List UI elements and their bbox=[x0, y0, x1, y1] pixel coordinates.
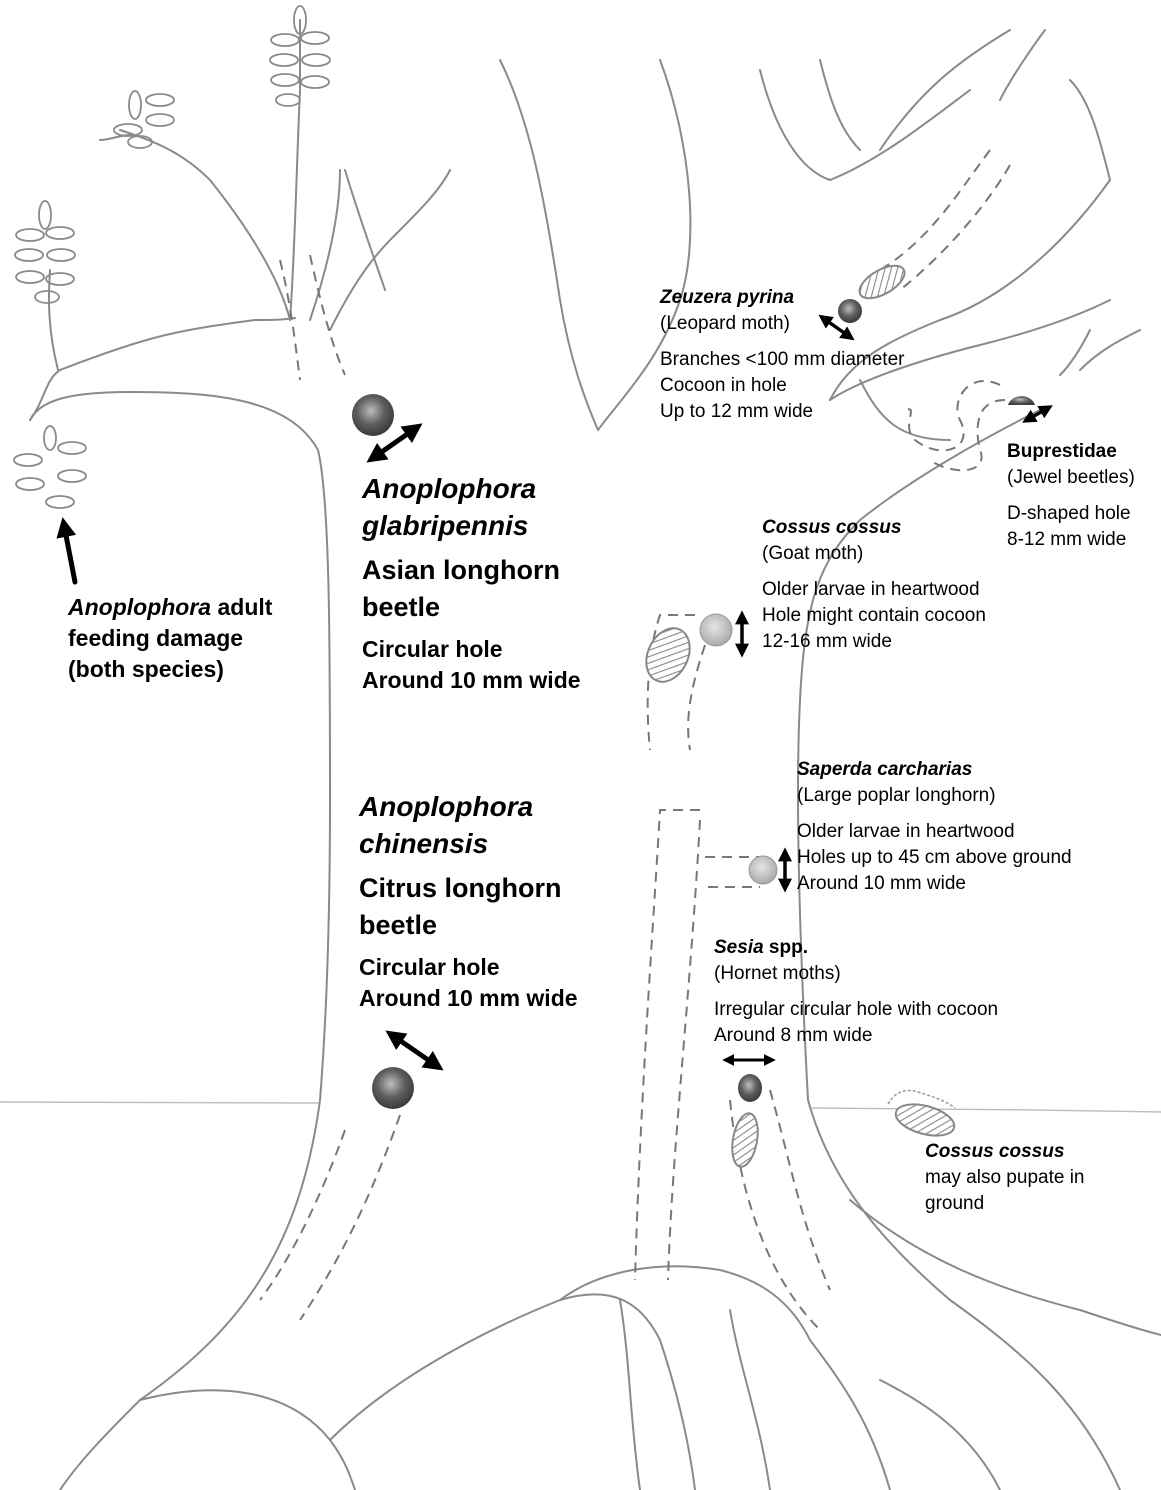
cossus-ground-sci: Cossus cossus bbox=[925, 1139, 1085, 1165]
cossus-common: (Goat moth) bbox=[762, 541, 986, 567]
buprestidae-name: Buprestidae bbox=[1007, 439, 1135, 465]
saperda-sci: Saperda carcharias bbox=[797, 757, 1072, 783]
chinensis-common-1: Citrus longhorn bbox=[359, 870, 578, 907]
sesia-common: (Hornet moths) bbox=[714, 961, 998, 987]
buprestidae-desc-2: 8-12 mm wide bbox=[1007, 527, 1135, 553]
cossus-ground-line3: ground bbox=[925, 1191, 1085, 1217]
saperda-desc-3: Around 10 mm wide bbox=[797, 871, 1072, 897]
saperda-desc-2: Holes up to 45 cm above ground bbox=[797, 845, 1072, 871]
chinensis-common-2: beetle bbox=[359, 907, 578, 944]
sesia-sci: Sesia bbox=[714, 937, 764, 958]
glabripennis-common-2: beetle bbox=[362, 589, 581, 626]
label-buprestidae: Buprestidae (Jewel beetles) D-shaped hol… bbox=[1007, 439, 1135, 553]
exit-hole-chinensis bbox=[372, 1067, 414, 1109]
zeuzera-desc-1: Branches <100 mm diameter bbox=[660, 347, 904, 373]
cossus-desc-2: Hole might contain cocoon bbox=[762, 603, 986, 629]
arrow-feeding-damage bbox=[64, 525, 75, 582]
exit-hole-sesia bbox=[738, 1074, 762, 1102]
exit-hole-glabripennis bbox=[352, 394, 394, 436]
feeding-damage-line2: feeding damage bbox=[68, 623, 272, 654]
exit-hole-buprestidae bbox=[1008, 396, 1035, 405]
sesia-desc-1: Irregular circular hole with cocoon bbox=[714, 997, 998, 1023]
zeuzera-desc-3: Up to 12 mm wide bbox=[660, 399, 904, 425]
chinensis-sci-1: Anoplophora bbox=[359, 788, 578, 825]
tree-outline bbox=[30, 20, 1161, 1490]
cossus-sci: Cossus cossus bbox=[762, 515, 986, 541]
ground-line bbox=[0, 1102, 1161, 1112]
label-glabripennis: Anoplophora glabripennis Asian longhorn … bbox=[362, 470, 581, 696]
zeuzera-common: (Leopard moth) bbox=[660, 311, 904, 337]
label-zeuzera: Zeuzera pyrina (Leopard moth) Branches <… bbox=[660, 285, 904, 425]
exit-hole-saperda bbox=[749, 856, 777, 884]
cossus-desc-3: 12-16 mm wide bbox=[762, 629, 986, 655]
leaves bbox=[14, 6, 330, 508]
label-sesia: Sesia spp. (Hornet moths) Irregular circ… bbox=[714, 935, 998, 1049]
chinensis-desc-1: Circular hole bbox=[359, 952, 578, 983]
saperda-desc-1: Older larvae in heartwood bbox=[797, 819, 1072, 845]
zeuzera-sci: Zeuzera pyrina bbox=[660, 285, 904, 311]
glabripennis-sci-2: glabripennis bbox=[362, 507, 581, 544]
arrow-chinensis bbox=[392, 1035, 437, 1066]
buprestidae-common: (Jewel beetles) bbox=[1007, 465, 1135, 491]
chinensis-desc-2: Around 10 mm wide bbox=[359, 983, 578, 1014]
glabripennis-common-1: Asian longhorn bbox=[362, 552, 581, 589]
zeuzera-desc-2: Cocoon in hole bbox=[660, 373, 904, 399]
glabripennis-desc-2: Around 10 mm wide bbox=[362, 665, 581, 696]
label-saperda: Saperda carcharias (Large poplar longhor… bbox=[797, 757, 1072, 897]
chinensis-sci-2: chinensis bbox=[359, 825, 578, 862]
sesia-rest: spp. bbox=[764, 937, 808, 958]
glabripennis-desc-1: Circular hole bbox=[362, 634, 581, 665]
label-feeding-damage: Anoplophora adult feeding damage (both s… bbox=[68, 592, 272, 685]
cossus-ground-line2: may also pupate in bbox=[925, 1165, 1085, 1191]
feeding-damage-rest: adult bbox=[211, 594, 272, 620]
cossus-desc-1: Older larvae in heartwood bbox=[762, 577, 986, 603]
label-cossus: Cossus cossus (Goat moth) Older larvae i… bbox=[762, 515, 986, 655]
glabripennis-sci-1: Anoplophora bbox=[362, 470, 581, 507]
saperda-common: (Large poplar longhorn) bbox=[797, 783, 1072, 809]
feeding-damage-line3: (both species) bbox=[68, 654, 272, 685]
label-chinensis: Anoplophora chinensis Citrus longhorn be… bbox=[359, 788, 578, 1014]
sesia-desc-2: Around 8 mm wide bbox=[714, 1023, 998, 1049]
label-cossus-ground: Cossus cossus may also pupate in ground bbox=[925, 1139, 1085, 1217]
feeding-damage-sci: Anoplophora bbox=[68, 594, 211, 620]
buprestidae-desc-1: D-shaped hole bbox=[1007, 501, 1135, 527]
exit-hole-cossus bbox=[700, 614, 732, 646]
